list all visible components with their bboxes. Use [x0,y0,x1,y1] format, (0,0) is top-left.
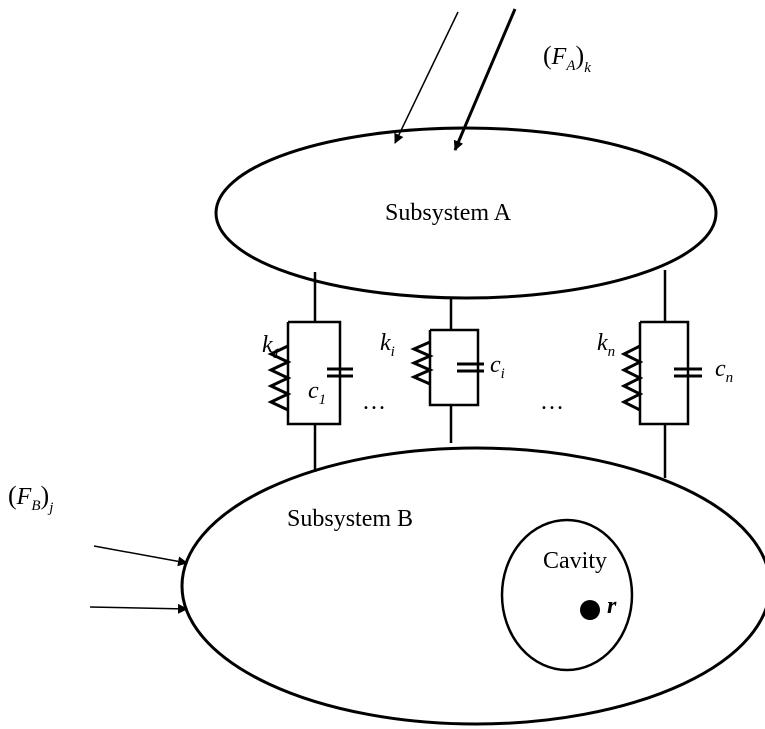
cavity-point-marker [580,600,600,620]
force-a-subscript: A [565,58,576,74]
spring-label-i: ki [380,330,395,360]
force-b-index: j [47,500,53,516]
force-a-label: (FA)k [543,41,591,76]
force-a-arrow-1 [394,11,459,144]
force-b-open-paren: ( [8,481,17,510]
subsystem-b-label: Subsystem B [287,506,413,532]
subsystem-b-shape [180,446,765,726]
force-a-close-paren: ) [576,41,585,70]
ellipsis-right: … [540,389,564,415]
spring-symbol-1 [267,344,292,412]
force-b-symbol: F [16,484,32,510]
force-b-subscript: B [31,498,40,514]
spring-label-n: kn [597,330,615,360]
subsystem-a-label: Subsystem A [385,200,512,226]
cavity-label: Cavity [543,548,607,574]
force-b-arrow-2 [89,603,188,614]
force-b-arrow-1 [93,545,188,567]
damper-label-i: ci [490,352,505,382]
ellipsis-left: … [362,389,386,415]
force-a-open-paren: ( [543,41,552,70]
spring-symbol-n [620,344,644,412]
subsystem-a-shape [214,126,718,300]
cavity-point-label: r [607,593,617,619]
cavity-shape [500,518,634,672]
spring-damper-link-n [620,270,702,478]
force-a-symbol: F [551,44,567,70]
force-a-index: k [584,60,591,76]
force-a-arrow-2 [453,8,517,151]
force-b-label: (FB)j [8,481,53,516]
spring-symbol-i [410,340,434,386]
spring-damper-link-i [410,297,484,443]
spring-damper-link-1 [267,272,353,472]
damper-label-1: c1 [308,378,326,408]
force-b-close-paren: ) [41,481,50,510]
damper-label-n: cn [715,356,733,386]
spring-label-1: k1 [262,332,280,362]
